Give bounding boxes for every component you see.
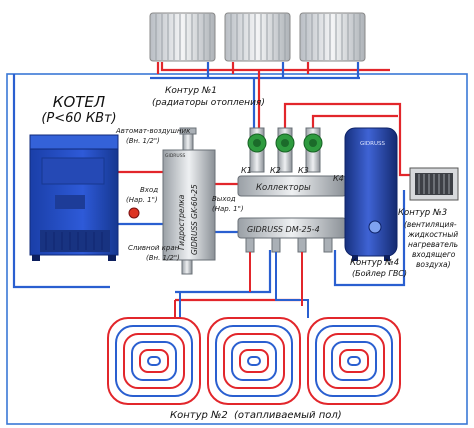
return-pipes xyxy=(12,74,406,294)
manifold-model-label: GIDRUSS DM-25-4 xyxy=(247,225,320,234)
ventilation-heater xyxy=(409,167,459,201)
circuit2-title: Контур №2 xyxy=(170,410,228,421)
boiler-title: КОТЕЛ xyxy=(52,93,106,111)
k2-label: К2 xyxy=(270,166,281,175)
circuit3-sub-4: входящего xyxy=(412,250,456,259)
hydraulic-separator xyxy=(128,127,216,275)
hydro-model-label: GIDRUSS GK-60-25 xyxy=(190,184,199,255)
circuit1-title: Контур №1 xyxy=(165,86,218,96)
radiator-2 xyxy=(224,12,291,62)
inlet-size: (Нар. 1") xyxy=(126,196,158,204)
k3-label: К3 xyxy=(298,166,309,175)
circuit3-sub-3: нагреватель xyxy=(408,240,459,249)
k4-label: К4 xyxy=(333,174,344,183)
collectors-label: Коллекторы xyxy=(256,183,311,193)
floor-feed-pipes xyxy=(174,252,309,318)
circuit3-sub-2: жидкостный xyxy=(408,230,459,239)
tank-brand-label: GIDRUSS xyxy=(360,141,385,147)
boiler-power: (P<60 КВт) xyxy=(41,111,117,126)
floor-loop-1 xyxy=(107,317,201,405)
drain-size: (Вн. 1/2") xyxy=(146,254,180,262)
outlet-label: Выход xyxy=(212,195,236,203)
air-vent-size: (Вн. 1/2") xyxy=(126,137,160,145)
drain-label: Сливной кран xyxy=(128,244,180,252)
lower-collector xyxy=(237,217,347,253)
circuit4-sub: (Бойлер ГВС) xyxy=(352,269,408,278)
radiator-3 xyxy=(299,12,366,62)
hot-water-tank xyxy=(344,127,398,261)
circuit2-sub: (отапливаемый пол) xyxy=(234,410,342,421)
pump-k2 xyxy=(275,127,295,173)
circuit3-title: Контур №3 xyxy=(398,208,448,218)
inlet-label: Вход xyxy=(140,186,159,194)
pump-k1 xyxy=(247,127,267,173)
k1-label: К1 xyxy=(241,166,252,175)
circuit3-sub-1: (вентиляция- xyxy=(404,220,457,229)
circuit3-sub-5: воздуха) xyxy=(416,260,451,269)
separator-brand-label: GIDRUSS xyxy=(165,153,186,159)
pump-k3 xyxy=(303,127,323,173)
hydro-arrow-label: Гидрострелка xyxy=(177,194,186,250)
radiator-pipes xyxy=(150,62,390,128)
boiler-title-block: КОТЕЛ (P<60 КВт) xyxy=(24,93,134,126)
floor-loop-3 xyxy=(307,317,401,405)
outer-frame xyxy=(6,73,468,425)
circuit4-title: Контур №4 xyxy=(350,258,400,268)
circuit1-sub: (радиаторы отопления) xyxy=(152,98,265,108)
radiator-1 xyxy=(149,12,216,62)
air-vent-label: Автомат-воздушник xyxy=(116,127,191,135)
floor-loop-2 xyxy=(207,317,301,405)
outlet-size: (Нар. 1") xyxy=(212,205,244,213)
boiler xyxy=(29,134,119,261)
